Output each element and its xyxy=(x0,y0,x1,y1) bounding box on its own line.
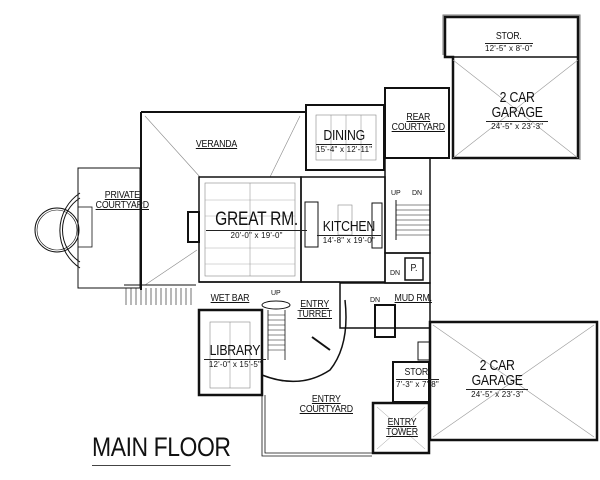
room-dimensions: 24'-5" x 23'-3" xyxy=(486,121,549,131)
storage-bottom-label: STOR. 7'-3" x 7'-8" xyxy=(396,368,439,389)
pantry-label: P. xyxy=(410,264,418,274)
entry-tower-label: ENTRY TOWER xyxy=(384,418,420,438)
wet-bar-label: WET BAR xyxy=(208,294,252,304)
room-name-line2: COURTYARD xyxy=(299,404,354,415)
room-name-line1: ENTRY xyxy=(300,299,330,310)
entry-turret-outline xyxy=(261,299,347,383)
veranda-outline xyxy=(140,111,306,290)
garage-bottom-label: 2 CAR GARAGE 24'-5" x 23'-3" xyxy=(466,357,529,399)
room-name-line1: ENTRY xyxy=(387,417,417,428)
pantry-mud-outline xyxy=(339,252,431,338)
storage-top-label: STOR. 12'-5" x 8'-0" xyxy=(485,32,533,53)
veranda-steps xyxy=(124,284,196,305)
dining-label: DINING 15'-4" x 12'-11" xyxy=(316,127,373,154)
kitchen-label: KITCHEN 14'-8" x 19'-0" xyxy=(317,219,381,245)
garage-top-outline xyxy=(442,14,581,160)
entry-courtyard-outline xyxy=(261,395,372,457)
room-dimensions: 12'-5" x 8'-0" xyxy=(485,43,533,53)
room-name: LIBRARY xyxy=(209,342,261,359)
plan-title: MAIN FLOOR xyxy=(92,432,231,466)
room-name: DINING xyxy=(323,127,365,144)
mud-room-label: MUD RM. xyxy=(392,294,434,304)
room-name: STOR. xyxy=(404,367,431,378)
great-room-label: GREAT RM. 20'-0" x 19'-0" xyxy=(206,209,308,240)
room-name: KITCHEN xyxy=(322,218,376,235)
mud-stair-down-label: DN xyxy=(370,297,381,304)
room-name: WET BAR xyxy=(210,293,250,304)
room-name-line2: GARAGE xyxy=(491,104,543,121)
room-name: MUD RM. xyxy=(394,293,433,304)
private-courtyard-label: PRIVATE COURTYARD xyxy=(92,191,153,211)
library-outline xyxy=(197,281,340,397)
room-name: GREAT RM. xyxy=(215,209,299,230)
garage-bottom-outline xyxy=(417,320,599,442)
room-name-line2: COURTYARD xyxy=(391,122,446,133)
room-name-line1: 2 CAR xyxy=(499,89,535,106)
room-name-line1: PRIVATE xyxy=(104,190,140,201)
room-dimensions: 20'-0" x 19'-0" xyxy=(206,230,308,240)
rear-courtyard-label: REAR COURTYARD xyxy=(388,113,449,133)
room-dimensions: 14'-8" x 19'-0" xyxy=(317,235,381,245)
room-dimensions: 12'-0" x 15'-5" xyxy=(204,359,266,369)
room-name-line1: ENTRY xyxy=(311,394,341,405)
private-courtyard-outline xyxy=(34,167,141,289)
library-label: LIBRARY 12'-0" x 15'-5" xyxy=(204,343,266,369)
stair-up-label: UP xyxy=(391,190,401,197)
room-dimensions: 7'-3" x 7'-8" xyxy=(396,379,439,389)
room-name: VERANDA xyxy=(195,139,238,150)
entry-courtyard-label: ENTRY COURTYARD xyxy=(296,395,357,415)
room-name-line2: TOWER xyxy=(386,427,418,438)
veranda-label: VERANDA xyxy=(193,140,240,150)
main-stair-outline xyxy=(384,157,431,254)
room-name-line2: TURRET xyxy=(297,309,332,320)
room-dimensions: 24'-5" x 23'-3" xyxy=(466,389,529,399)
stair-down-label: DN xyxy=(412,190,423,197)
room-name-line2: COURTYARD xyxy=(95,200,150,211)
garage-top-label: 2 CAR GARAGE 24'-5" x 23'-3" xyxy=(486,89,549,131)
room-name: P. xyxy=(410,263,418,274)
entry-turret-label: ENTRY TURRET xyxy=(295,300,334,320)
room-name-line2: GARAGE xyxy=(471,372,523,389)
dining-outline xyxy=(305,104,385,171)
room-dimensions: 15'-4" x 12'-11" xyxy=(316,144,373,154)
turret-stair-up-label: UP xyxy=(271,290,281,297)
room-name-line1: 2 CAR xyxy=(479,357,515,374)
kitchen-stair-down-label: DN xyxy=(390,270,401,277)
room-name-line1: REAR xyxy=(406,112,431,123)
room-name: STOR. xyxy=(495,31,522,42)
